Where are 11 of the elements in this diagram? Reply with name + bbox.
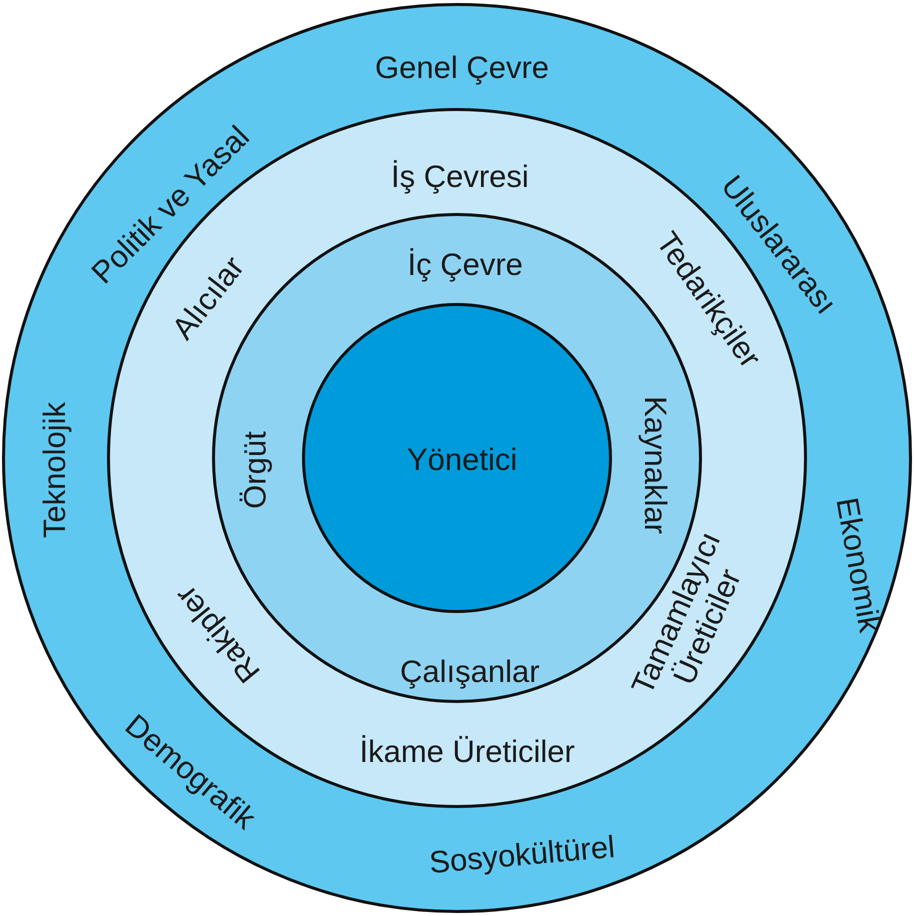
ring-segment-label: Örgüt (238, 431, 273, 509)
ring-segment-label: İkame Üreticiler (360, 735, 575, 770)
ring-segment-label: Çalışanlar (400, 655, 540, 690)
ring-segment-label: Sosyokültürel (428, 830, 616, 880)
ring-segment-label: Kaynaklar (638, 396, 672, 534)
ring-title: İş Çevresi (391, 160, 529, 194)
ring-title: Genel Çevre (375, 51, 550, 86)
center-label: Yönetici (407, 443, 518, 478)
ring-segment-label: Teknolojik (38, 402, 72, 538)
ring-title: İç Çevre (408, 248, 523, 282)
ring-segment-label: Ekonomik (829, 495, 887, 636)
